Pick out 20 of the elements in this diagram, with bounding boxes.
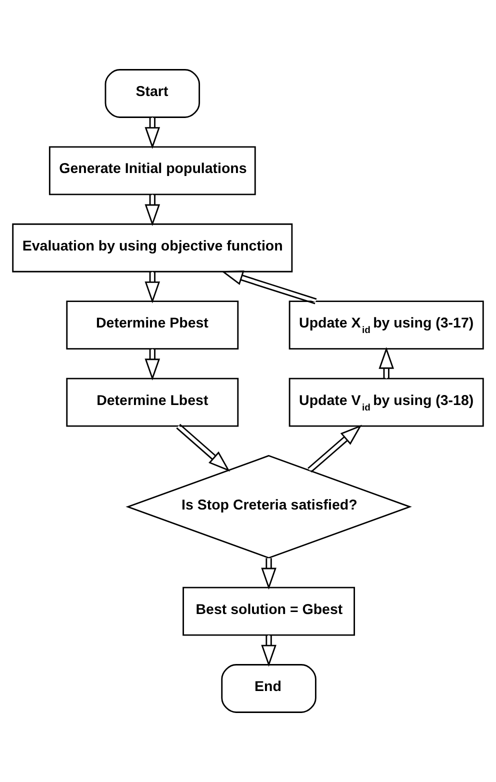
arrow	[261, 635, 276, 667]
arrow	[144, 194, 160, 226]
node-box: Best solution = Gbest	[182, 586, 355, 636]
arrow	[176, 424, 230, 472]
node-box: Evaluation by using objective function	[12, 223, 293, 272]
arrow	[221, 270, 317, 304]
arrow	[308, 424, 362, 472]
arrow	[378, 346, 394, 378]
node-diamond: Is Stop Creteria satisfied?	[126, 454, 412, 559]
node-box: Update X$_{id}$ by using (3-17)	[288, 300, 484, 350]
node-box: Generate Initial populations	[48, 146, 256, 196]
arrow	[144, 118, 160, 149]
arrow	[144, 349, 160, 381]
node-box: Determine Pbest	[66, 300, 239, 350]
node-box: Start	[104, 69, 200, 118]
node-box: End	[221, 664, 316, 713]
arrow	[261, 558, 276, 590]
node-box: Determine Lbest	[66, 378, 239, 427]
arrow	[144, 272, 160, 304]
node-box: Update V$_{id}$ by using (3-18)	[288, 378, 484, 427]
